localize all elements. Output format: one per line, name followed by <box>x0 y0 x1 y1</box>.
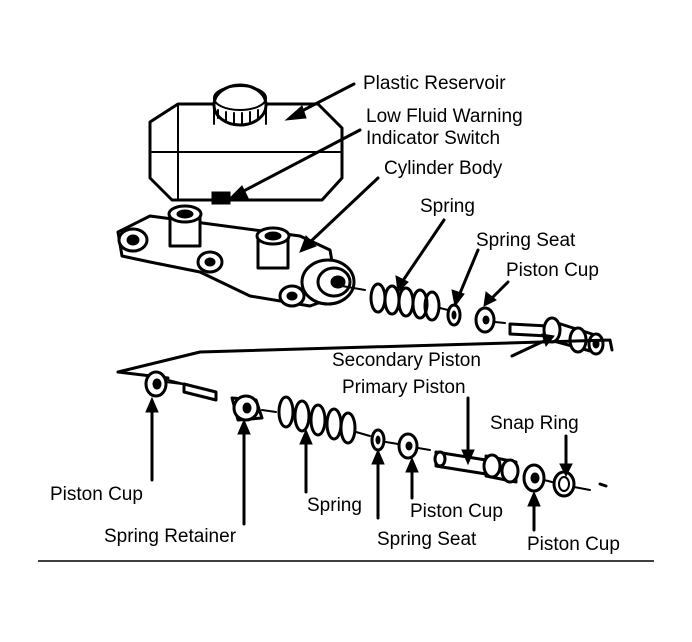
label-cylinder-body: Cylinder Body <box>384 158 503 179</box>
label-spring-bottom: Spring <box>307 495 362 516</box>
label-piston-cup-top: Piston Cup <box>506 260 599 281</box>
primary-piston <box>433 450 520 484</box>
upper-spring <box>369 282 441 322</box>
secondary-piston <box>508 316 605 356</box>
plastic-reservoir <box>148 83 344 205</box>
label-spring-top: Spring <box>420 196 475 217</box>
label-piston-cup-left: Piston Cup <box>50 484 143 505</box>
label-spring-seat-top: Spring Seat <box>476 230 576 251</box>
upper-axis-line <box>341 285 506 324</box>
label-piston-cup-bottom-right: Piston Cup <box>527 534 620 555</box>
label-primary-piston: Primary Piston <box>342 377 466 398</box>
spring-retainer <box>230 394 264 422</box>
label-spring-seat-bottom: Spring Seat <box>377 529 477 550</box>
label-spring-retainer: Spring Retainer <box>104 526 237 547</box>
lower-mid-piston-cup <box>397 432 419 460</box>
lower-right-piston-cup <box>522 463 546 493</box>
label-secondary-piston: Secondary Piston <box>332 350 481 371</box>
label-piston-cup-bottom-mid: Piston Cup <box>410 501 503 522</box>
lower-spring <box>277 395 357 445</box>
label-plastic-reservoir: Plastic Reservoir <box>363 73 506 94</box>
cylinder-body <box>116 204 356 308</box>
leader-arrows <box>145 82 573 532</box>
upper-piston-cup <box>474 306 496 334</box>
label-snap-ring: Snap Ring <box>490 413 579 434</box>
lower-axis-line <box>165 381 591 491</box>
lower-left-piston-cup <box>144 370 168 398</box>
label-low-fluid-switch-line2: Indicator Switch <box>366 128 501 149</box>
snap-ring <box>552 470 576 498</box>
upper-spring-seat <box>446 303 462 327</box>
lower-spring-seat <box>370 428 386 452</box>
label-low-fluid-switch-line1: Low Fluid Warning <box>366 106 523 127</box>
